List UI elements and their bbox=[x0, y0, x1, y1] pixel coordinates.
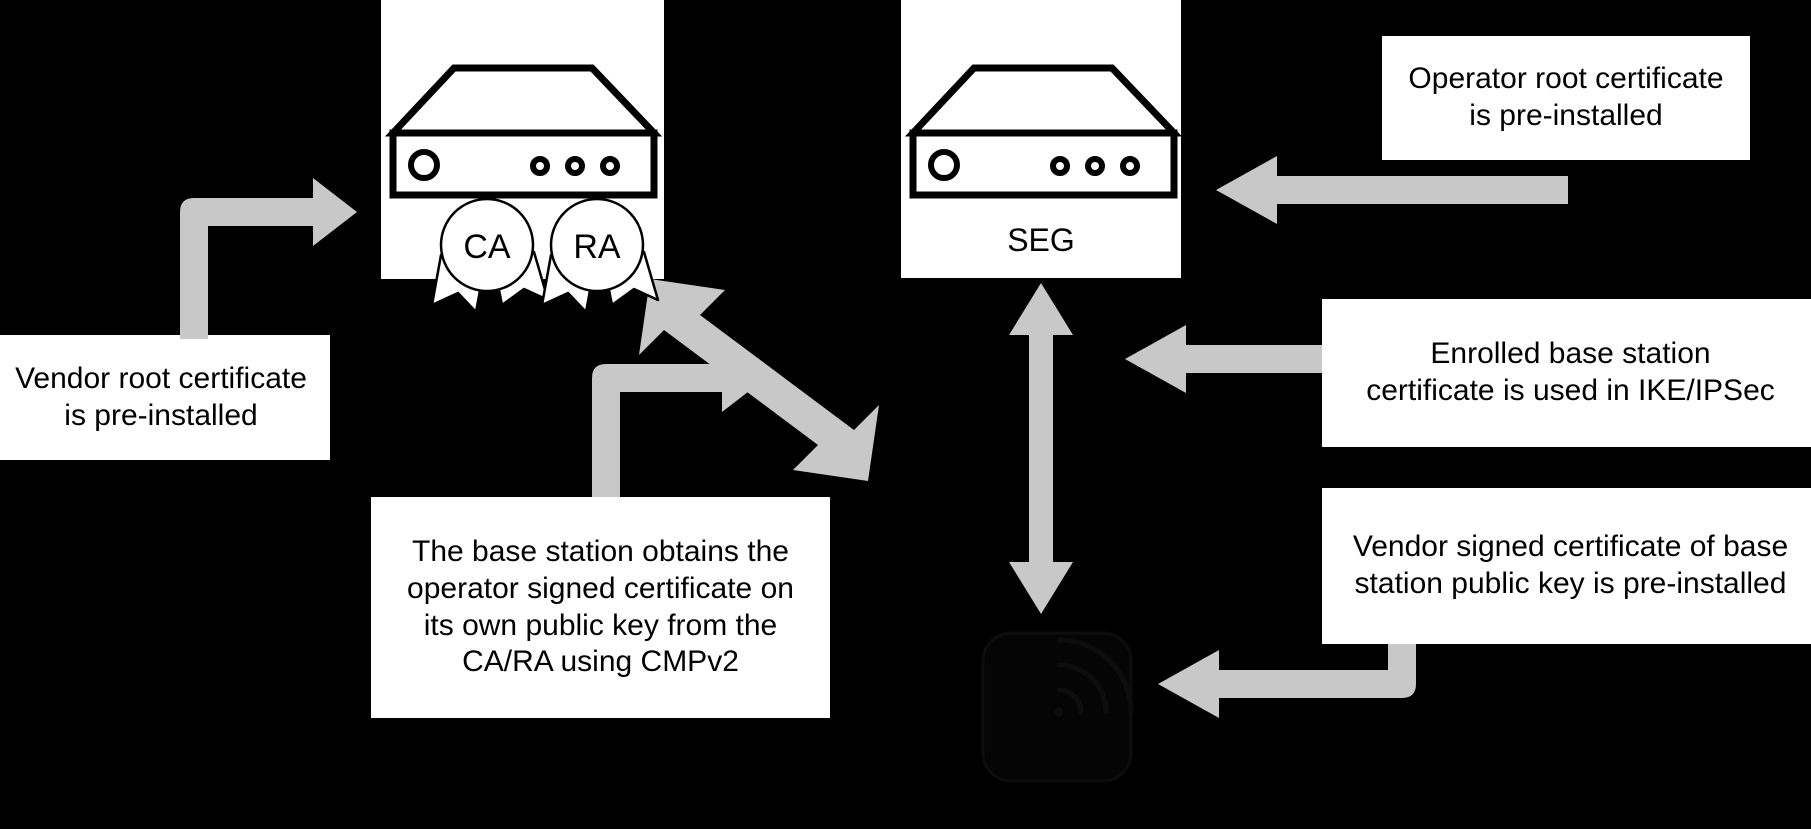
callout-line: is pre-installed bbox=[1469, 99, 1663, 132]
connector-base-station-to-seg bbox=[639, 279, 879, 481]
callout-line: is pre-installed bbox=[64, 399, 258, 432]
callout-line: The base station obtains the bbox=[412, 535, 789, 569]
callout-line: Vendor root certificate bbox=[15, 362, 307, 396]
callout-enrolled-base-station-certificate: Enrolled base station certificate is use… bbox=[1322, 299, 1811, 447]
callout-line: Operator root certificate bbox=[1408, 62, 1724, 96]
callout-line: its own public key from the bbox=[423, 608, 778, 642]
callout-line: Vendor signed certificate of base bbox=[1352, 530, 1789, 564]
connector-enrolled-cert-to-seg-link bbox=[1125, 325, 1323, 393]
callout-line: operator signed certificate on bbox=[407, 571, 794, 605]
security-gateway-label: SEG bbox=[1007, 222, 1075, 258]
callout-line: CA/RA using CMPv2 bbox=[462, 645, 739, 679]
callout-line: station public key is pre-installed bbox=[1354, 567, 1787, 600]
callout-line: Enrolled base station bbox=[1430, 337, 1711, 371]
base-station-panel bbox=[381, 0, 664, 279]
callout-operator-root-certificate: Operator root certificate is pre-install… bbox=[1382, 36, 1750, 160]
connector-seg-to-network bbox=[1009, 283, 1073, 614]
wireless-network-icon bbox=[981, 631, 1134, 783]
connector-operator-root-to-seg bbox=[1216, 156, 1568, 224]
callout-vendor-root-certificate: Vendor root certificate is pre-installed bbox=[0, 339, 330, 457]
callout-line: certificate is used in IKE/IPSec bbox=[1366, 374, 1775, 407]
connector-cmpv2-note-to-link bbox=[592, 344, 766, 500]
connector-vendor-root-to-base-station bbox=[180, 178, 357, 340]
callout-vendor-signed-certificate: Vendor signed certificate of base statio… bbox=[1322, 488, 1811, 644]
callout-base-station-obtains-certificate: The base station obtains the operator si… bbox=[371, 497, 830, 718]
